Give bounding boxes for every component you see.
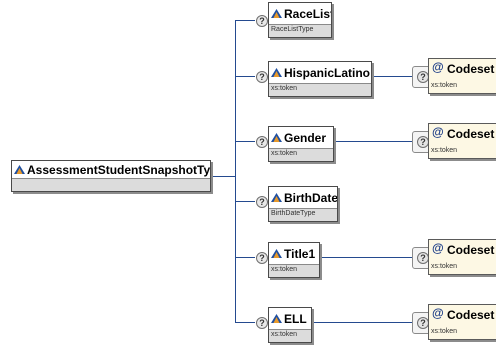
element-type: BirthDateType — [269, 208, 337, 221]
optional-marker-birthdate: ? — [256, 196, 268, 208]
element-name: ELL — [284, 312, 307, 326]
optional-marker-title1: ? — [256, 252, 268, 264]
element-box-ell[interactable]: ELL xs:token — [268, 307, 312, 343]
root-connector — [211, 176, 235, 177]
attribute-icon: @ — [432, 241, 444, 255]
attribute-type: xs:token — [431, 328, 458, 335]
attribute-name: Codeset — [447, 243, 495, 257]
branch-connector-birthdate — [235, 201, 255, 202]
element-icon — [271, 9, 282, 19]
element-box-title1[interactable]: Title1 xs:token — [268, 242, 320, 278]
branch-connector-title1 — [235, 257, 255, 258]
optional-marker-ell: ? — [256, 317, 268, 329]
attribute-icon: @ — [432, 60, 444, 74]
element-type: xs:token — [269, 264, 319, 277]
element-type: RaceListType — [269, 24, 331, 37]
element-box-racelist[interactable]: RaceList RaceListType — [268, 2, 332, 38]
optional-marker-hispaniclatino: ? — [256, 71, 268, 83]
branch-connector-hispaniclatino — [235, 76, 255, 77]
element-title: BirthDate — [269, 187, 337, 209]
attribute-connector-gender — [334, 141, 412, 142]
element-name: Title1 — [284, 247, 316, 261]
attribute-connector-title1 — [320, 257, 412, 258]
element-title: Gender — [269, 127, 333, 149]
element-type: xs:token — [269, 329, 311, 342]
element-title: RaceList — [269, 3, 331, 25]
sequence-vertical-line — [235, 20, 236, 322]
branch-connector-gender — [235, 141, 255, 142]
element-name: BirthDate — [284, 191, 337, 205]
element-name: HispanicLatino — [284, 66, 371, 80]
element-icon — [271, 133, 282, 143]
element-title: HispanicLatino — [269, 62, 371, 84]
attribute-box-hispaniclatino[interactable]: @ Codeset xs:token — [428, 58, 496, 94]
attribute-icon: @ — [432, 306, 444, 320]
root-element-name: AssessmentStudentSnapshotType — [27, 163, 210, 177]
element-icon — [271, 249, 282, 259]
element-name: RaceList — [284, 7, 331, 21]
attribute-name: Codeset — [447, 62, 495, 76]
element-box-gender[interactable]: Gender xs:token — [268, 126, 334, 162]
attribute-box-title1[interactable]: @ Codeset xs:token — [428, 239, 496, 275]
element-icon — [271, 68, 282, 78]
element-icon — [271, 193, 282, 203]
optional-marker-gender: ? — [256, 136, 268, 148]
attribute-connector-ell — [312, 322, 412, 323]
root-element-type-band — [12, 178, 210, 191]
element-name: Gender — [284, 131, 327, 145]
element-icon — [14, 165, 25, 175]
optional-marker-racelist: ? — [256, 15, 268, 27]
element-box-hispaniclatino[interactable]: HispanicLatino xs:token — [268, 61, 372, 97]
root-element-title: AssessmentStudentSnapshotType — [12, 161, 210, 179]
attribute-type: xs:token — [431, 82, 458, 89]
attribute-box-gender[interactable]: @ Codeset xs:token — [428, 123, 496, 159]
root-element-box[interactable]: AssessmentStudentSnapshotType — [11, 160, 211, 192]
element-type: xs:token — [269, 83, 371, 96]
branch-connector-racelist — [235, 20, 255, 21]
element-title: ELL — [269, 308, 311, 330]
attribute-icon: @ — [432, 125, 444, 139]
element-title: Title1 — [269, 243, 319, 265]
element-type: xs:token — [269, 148, 333, 161]
attribute-box-ell[interactable]: @ Codeset xs:token — [428, 304, 496, 340]
attribute-type: xs:token — [431, 147, 458, 154]
attribute-connector-hispaniclatino — [372, 76, 412, 77]
element-box-birthdate[interactable]: BirthDate BirthDateType — [268, 186, 338, 222]
element-icon — [271, 314, 282, 324]
attribute-type: xs:token — [431, 263, 458, 270]
attribute-name: Codeset — [447, 308, 495, 322]
branch-connector-ell — [235, 322, 255, 323]
attribute-name: Codeset — [447, 127, 495, 141]
